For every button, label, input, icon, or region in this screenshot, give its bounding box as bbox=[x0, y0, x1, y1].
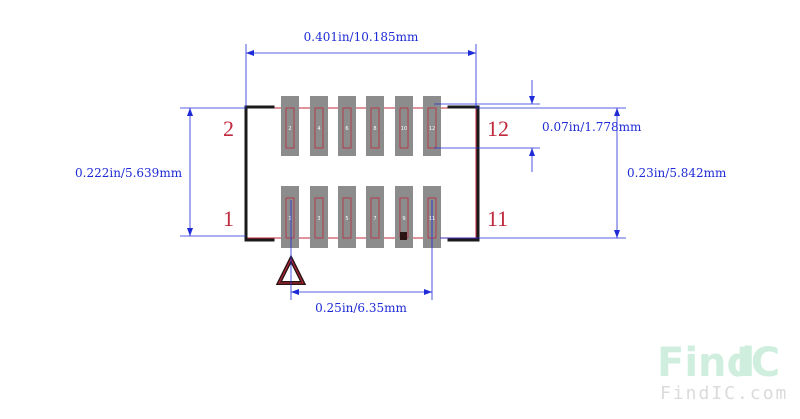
pad: 8 bbox=[366, 96, 384, 156]
pad-number: 9 bbox=[402, 216, 405, 222]
watermark-site: FindIC.com bbox=[660, 383, 788, 404]
pad-row-bottom: 1 3 5 7 9 11 bbox=[281, 186, 441, 248]
pad: 10 bbox=[395, 96, 413, 156]
width-dimension-label: 0.401in/10.185mm bbox=[304, 30, 419, 44]
pad-number: 4 bbox=[317, 126, 320, 132]
pad-number: 8 bbox=[373, 126, 376, 132]
pad-number: 3 bbox=[317, 216, 320, 222]
right-height-dimension-label: 0.23in/5.842mm bbox=[627, 166, 727, 180]
body-outline bbox=[245, 107, 477, 239]
pad: 7 bbox=[366, 186, 384, 248]
left-height-dimension-label: 0.222in/5.639mm bbox=[75, 166, 183, 180]
pin-label-top-left: 2 bbox=[223, 116, 234, 141]
pad: 1 bbox=[281, 186, 299, 248]
pin-label-bottom-left: 1 bbox=[223, 206, 234, 231]
pad-number: 2 bbox=[288, 126, 291, 132]
dimension-lines bbox=[180, 44, 626, 300]
silkscreen-outline bbox=[244, 105, 480, 242]
pin-label-bottom-right: 11 bbox=[487, 206, 508, 231]
pad: 6 bbox=[338, 96, 356, 156]
pin-label-top-right: 12 bbox=[487, 116, 509, 141]
pitch-dimension-label: 0.07in/1.778mm bbox=[542, 120, 642, 134]
pad: 5 bbox=[338, 186, 356, 248]
pad-number: 7 bbox=[373, 216, 376, 222]
pad-number: 10 bbox=[401, 126, 407, 132]
pad-number: 6 bbox=[345, 126, 348, 132]
pad-number: 5 bbox=[345, 216, 348, 222]
pin-marker-square bbox=[400, 232, 407, 240]
pad: 4 bbox=[310, 96, 328, 156]
pad-row-top: 2 4 6 8 10 12 bbox=[281, 96, 441, 156]
pad: 12 bbox=[423, 96, 441, 156]
watermark-brand-right: IC bbox=[736, 340, 780, 386]
pad: 3 bbox=[310, 186, 328, 248]
pad-number: 1 bbox=[288, 216, 291, 222]
pad: 2 bbox=[281, 96, 299, 156]
watermark-brand-left: Find bbox=[657, 340, 755, 386]
findic-watermark-logo: Find IC FindIC.com bbox=[657, 340, 788, 404]
pad-number: 12 bbox=[429, 126, 435, 132]
bottom-span-dimension-label: 0.25in/6.35mm bbox=[315, 301, 407, 315]
